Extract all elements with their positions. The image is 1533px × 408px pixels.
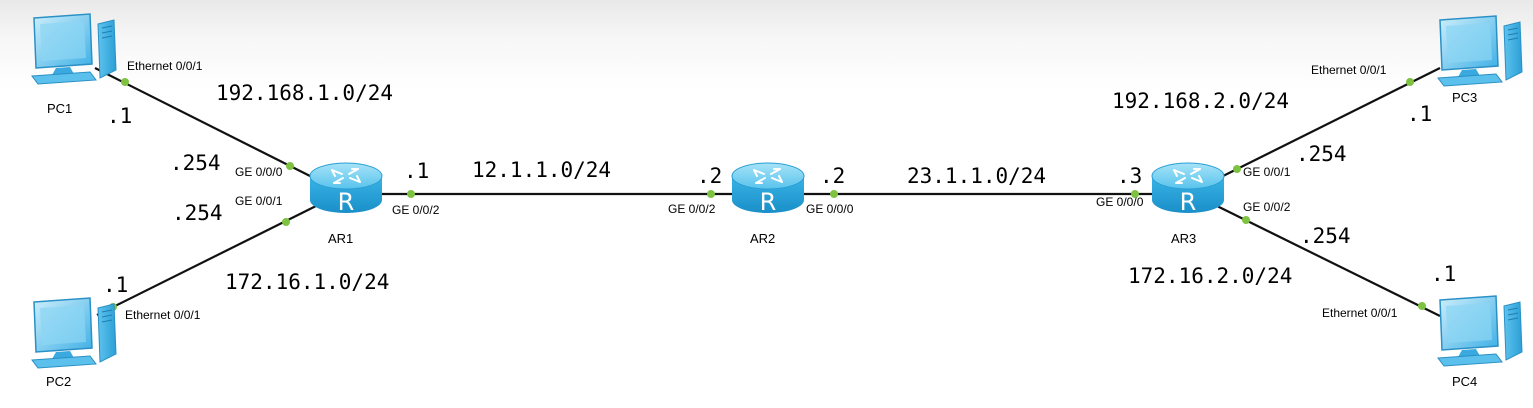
router-ar2[interactable]: R xyxy=(731,162,805,216)
link-ar3-pc4 xyxy=(1214,204,1441,317)
ip-label-pc4: .1 xyxy=(1431,262,1456,286)
router-ar1[interactable]: R xyxy=(309,162,383,216)
port-dot-ar2-ge000 xyxy=(830,190,838,198)
ip-label-pc2: .1 xyxy=(103,273,128,297)
router-ar3[interactable]: R xyxy=(1151,162,1225,216)
ip-label-ar1-ge000: .254 xyxy=(170,151,221,175)
router-glyph: R xyxy=(338,188,355,216)
ip-label-ar3-ge001: .254 xyxy=(1296,142,1347,166)
ar1-label: AR1 xyxy=(328,231,353,246)
port-dot-pc3 xyxy=(1406,78,1414,86)
if-label-ar1-ge001: GE 0/0/1 xyxy=(235,194,283,208)
ip-label-pc1: .1 xyxy=(107,104,132,128)
port-dot-ar3-ge002 xyxy=(1242,216,1250,224)
pc-pc1[interactable] xyxy=(31,13,117,85)
port-dot-ar1-ge001 xyxy=(282,218,290,226)
port-dot-ar2-ge002 xyxy=(707,190,715,198)
if-label-pc2: Ethernet 0/0/1 xyxy=(125,308,201,322)
if-label-ar3-ge000: GE 0/0/0 xyxy=(1096,195,1144,209)
ip-label-pc3: .1 xyxy=(1407,102,1432,126)
if-label-pc1: Ethernet 0/0/1 xyxy=(127,59,203,73)
port-dot-ar1-ge000 xyxy=(286,162,294,170)
pc-pc3[interactable] xyxy=(1437,15,1523,87)
port-dot-pc4 xyxy=(1418,302,1426,310)
network-label-ar1-ar2: 12.1.1.0/24 xyxy=(472,158,611,182)
port-dot-ar1-ge002 xyxy=(407,190,415,198)
ip-label-ar2-ge002: .2 xyxy=(697,164,722,188)
if-label-ar1-ge000: GE 0/0/0 xyxy=(235,165,283,179)
if-label-ar3-ge002: GE 0/0/2 xyxy=(1243,200,1291,214)
network-label-pc3: 192.168.2.0/24 xyxy=(1112,89,1289,113)
pc-icon xyxy=(31,297,117,369)
port-dot-pc1 xyxy=(121,78,129,86)
pc4-label: PC4 xyxy=(1452,374,1477,389)
router-glyph: R xyxy=(760,188,777,216)
if-label-ar2-ge000: GE 0/0/0 xyxy=(806,202,854,216)
network-label-pc1: 192.168.1.0/24 xyxy=(216,81,393,105)
if-label-pc3: Ethernet 0/0/1 xyxy=(1311,63,1387,77)
ip-label-ar2-ge000: .2 xyxy=(820,164,845,188)
ar3-label: AR3 xyxy=(1171,231,1196,246)
pc3-label: PC3 xyxy=(1452,90,1477,105)
ip-label-ar1-ge001: .254 xyxy=(172,201,223,225)
if-label-ar3-ge001: GE 0/0/1 xyxy=(1243,165,1291,179)
pc1-label: PC1 xyxy=(47,101,72,116)
router-glyph: R xyxy=(1180,188,1197,216)
network-label-ar2-ar3: 23.1.1.0/24 xyxy=(907,164,1046,188)
pc-icon xyxy=(1437,15,1523,87)
if-label-ar1-ge002: GE 0/0/2 xyxy=(392,203,440,217)
pc-pc2[interactable] xyxy=(31,297,117,369)
if-label-ar2-ge002: GE 0/0/2 xyxy=(668,202,716,216)
ip-label-ar3-ge000: .3 xyxy=(1117,164,1142,188)
pc-icon xyxy=(1437,295,1523,367)
pc-icon xyxy=(31,13,117,85)
link-ar3-pc3 xyxy=(1214,67,1441,181)
pc-pc4[interactable] xyxy=(1437,295,1523,367)
ar2-label: AR2 xyxy=(750,231,775,246)
link-pc1-ar1 xyxy=(94,67,319,181)
port-dot-ar3-ge001 xyxy=(1233,165,1241,173)
pc2-label: PC2 xyxy=(46,374,71,389)
ip-label-ar1-ge002: .1 xyxy=(404,159,429,183)
link-pc2-ar1 xyxy=(96,204,319,316)
network-label-pc4: 172.16.2.0/24 xyxy=(1128,264,1292,288)
network-label-pc2: 172.16.1.0/24 xyxy=(225,270,389,294)
if-label-pc4: Ethernet 0/0/1 xyxy=(1322,306,1398,320)
port-dot-ar3-ge000 xyxy=(1131,190,1139,198)
ip-label-ar3-ge002: .254 xyxy=(1300,224,1351,248)
